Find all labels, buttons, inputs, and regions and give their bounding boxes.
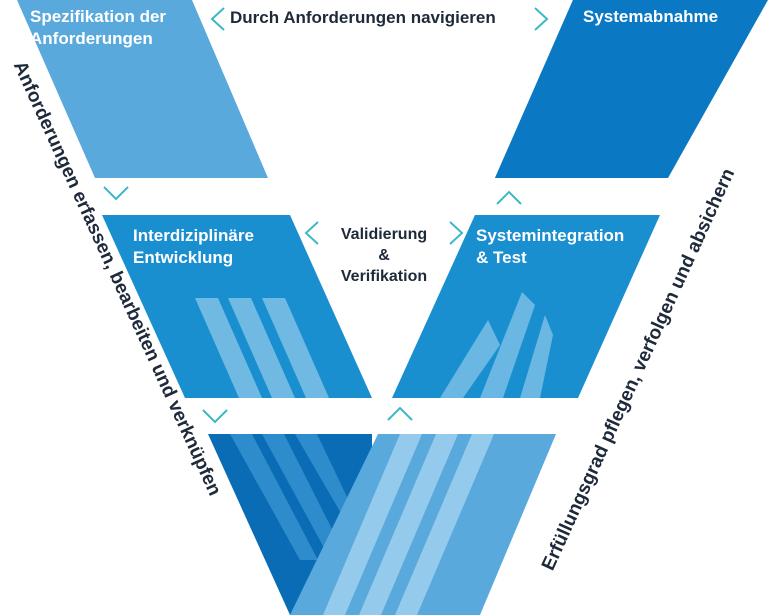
flow-chevron-up-icon — [496, 190, 522, 205]
arrow-right-icon — [449, 221, 464, 245]
development-label-line1: Interdiziplinäre — [133, 226, 254, 245]
integration-stripe — [480, 292, 535, 398]
development-stripe — [228, 298, 295, 398]
arrow-right-icon — [534, 7, 549, 31]
arrow-left-icon — [210, 7, 225, 31]
middle-arrow-label-line1: Validierung — [340, 226, 428, 243]
acceptance-label: Systemabnahme — [583, 7, 719, 26]
development-label: Interdiziplinäre Entwicklung — [133, 225, 254, 269]
middle-arrow-label-line3: Verifikation — [340, 268, 428, 285]
integration-label-line1: Systemintegration — [476, 226, 625, 245]
flow-chevron-down-icon — [202, 409, 228, 424]
top-arrow-label: Durch Anforderungen navigieren — [230, 8, 496, 27]
development-stripe — [262, 298, 329, 398]
spec-block — [17, 0, 268, 178]
integration-stripe — [440, 320, 500, 398]
bottom-dark-stripe — [230, 434, 318, 560]
development-label-line2: Entwicklung — [133, 248, 234, 267]
bottom-light-stripe — [359, 434, 458, 615]
integration-stripe — [520, 315, 553, 398]
spec-label: Spezifikation der Anforderungen — [30, 6, 166, 50]
bottom-light-stripe — [395, 434, 494, 615]
middle-arrow-label-line2: & — [378, 247, 390, 264]
bottom-dark-stripe — [295, 434, 358, 520]
middle-arrow-label: Validierung & Verifikation — [318, 224, 450, 287]
integration-label: Systemintegration & Test — [476, 225, 624, 269]
spec-label-line2: Anforderungen — [30, 29, 153, 48]
spec-label-line1: Spezifikation der — [30, 7, 167, 26]
bottom-dark-stripe — [262, 434, 345, 555]
development-stripe — [195, 298, 262, 398]
integration-label-line2: & Test — [476, 248, 527, 267]
flow-chevron-up-icon — [387, 406, 413, 421]
arrow-left-icon — [304, 221, 319, 245]
bottom-light-stripe — [323, 434, 422, 615]
flow-chevron-down-icon — [103, 186, 129, 201]
